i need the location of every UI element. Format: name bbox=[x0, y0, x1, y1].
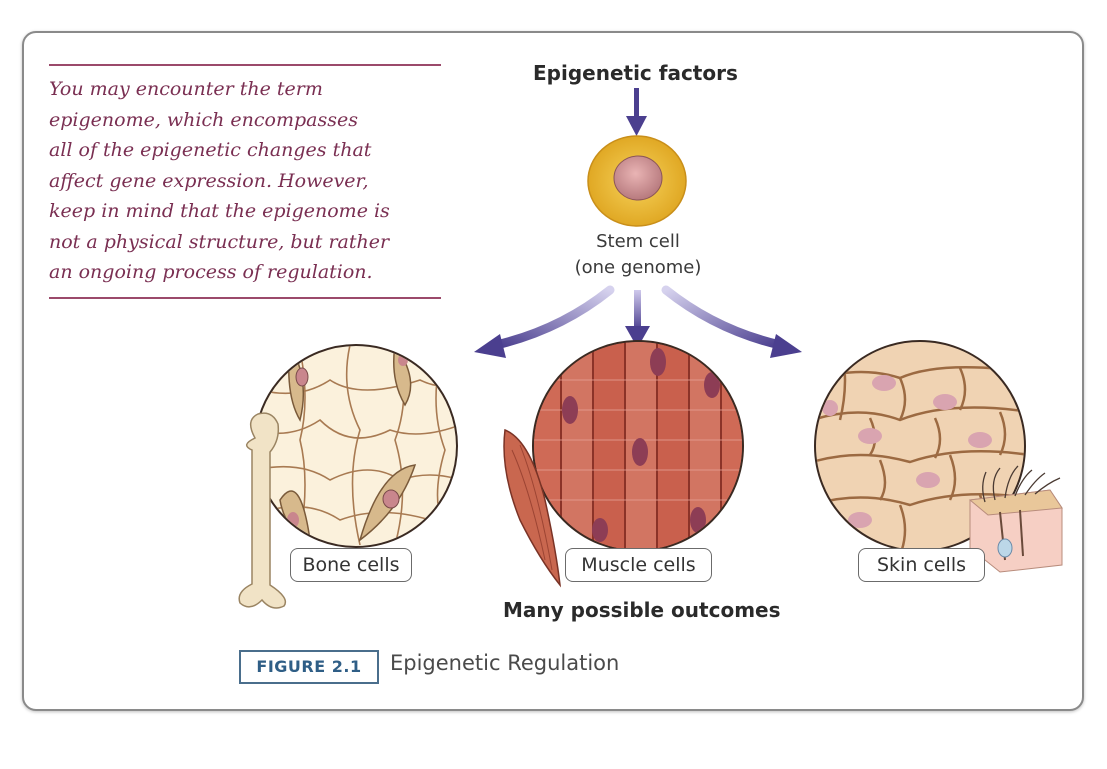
figure-number: FIGURE 2.1 bbox=[239, 650, 379, 684]
note-line: all of the epigenetic changes that bbox=[49, 139, 372, 161]
skin-cells-label: Skin cells bbox=[858, 548, 985, 582]
factors-arrow bbox=[626, 88, 647, 136]
outcome-arrows bbox=[474, 285, 802, 358]
note-line: keep in mind that the epigenome is bbox=[49, 200, 390, 222]
note-line: an ongoing process of regulation. bbox=[49, 261, 373, 283]
stem-cell bbox=[587, 135, 687, 227]
bone-cells-illustration bbox=[238, 344, 458, 609]
muscle-icon bbox=[503, 428, 562, 588]
note-line: not a physical structure, but rather bbox=[49, 230, 390, 253]
bone-icon bbox=[238, 412, 287, 609]
stem-cell-label-line2: (one genome) bbox=[574, 257, 702, 278]
skin-cells-illustration bbox=[814, 340, 1063, 573]
muscle-cells-label: Muscle cells bbox=[565, 548, 712, 582]
outcomes-label: Many possible outcomes bbox=[503, 598, 781, 622]
note-line: affect gene expression. However, bbox=[49, 169, 369, 192]
epigenetic-factors-title: Epigenetic factors bbox=[533, 61, 738, 85]
note-top-rule bbox=[49, 64, 441, 66]
side-note: You may encounter the term epigenome, wh… bbox=[49, 74, 449, 288]
note-line: epigenome, which encompasses bbox=[49, 108, 358, 131]
note-bottom-rule bbox=[49, 297, 441, 299]
figure-caption: Epigenetic Regulation bbox=[390, 651, 620, 675]
note-line: You may encounter the term bbox=[49, 78, 323, 100]
bone-cells-label: Bone cells bbox=[290, 548, 412, 582]
stem-cell-label: Stem cell (one genome) bbox=[560, 229, 716, 281]
stem-cell-label-line1: Stem cell bbox=[596, 231, 680, 252]
